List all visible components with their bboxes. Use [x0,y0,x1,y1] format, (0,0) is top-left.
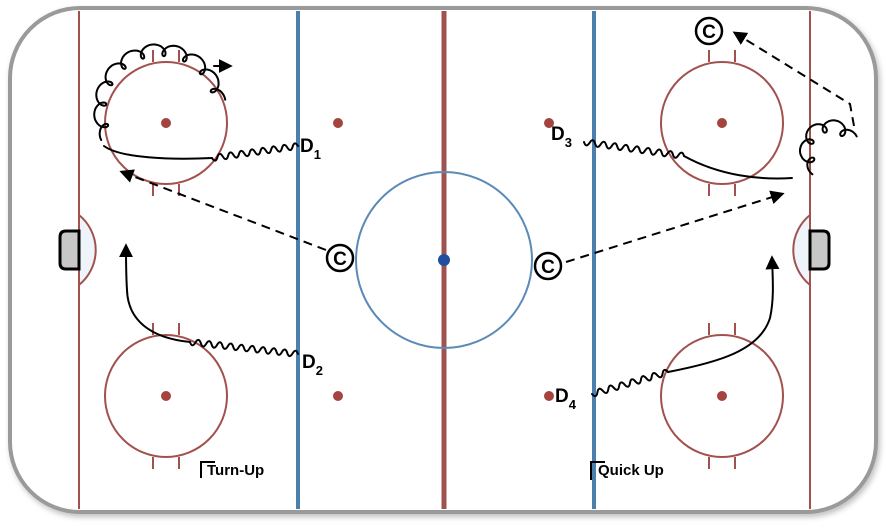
turn-up-label-group: Turn-Up [200,461,264,479]
neutral-zone-dot [333,391,343,401]
d4-subscript: 4 [569,397,577,412]
d1-letter: D [300,136,314,157]
pass-line-left [119,169,327,251]
crease-left [78,212,97,288]
center-dot [438,254,450,266]
d3-letter: D [551,124,565,145]
d4-letter: D [555,386,569,407]
net-left [58,229,81,271]
d2-wavy-path [189,338,299,358]
net-right [808,229,831,271]
d3-wavy-path [583,139,685,159]
d3-subscript: 3 [565,135,572,150]
faceoff-dot [161,391,171,401]
pass-line-top-right [732,31,855,127]
d3-swirl-path [799,119,858,176]
faceoff-dot [717,118,727,128]
quick-up-label-group: Quick Up [590,461,664,480]
faceoff-circle-bottom-left [104,323,228,469]
coach-right: C [533,251,563,281]
skating-paths [93,43,858,398]
coach-left: C [325,243,355,273]
quick-up-label: Quick Up [598,462,664,479]
d2-letter: D [302,352,316,373]
coach-top: C [694,16,724,46]
d3-smooth-path [683,155,793,180]
faceoff-circle-bottom-right [660,323,784,469]
faceoff-circle-top-left [104,50,228,196]
center-circle [355,171,533,349]
faceoff-circle-top-right [660,50,784,196]
faceoff-dot [717,391,727,401]
coach-right-letter: C [541,257,555,278]
d1-subscript: 1 [314,147,321,162]
d2-turnup-path [119,243,191,343]
turn-up-label: Turn-Up [207,462,264,479]
coach-top-letter: C [702,22,716,43]
defender-d2: D2 [302,352,323,378]
d2-subscript: 2 [316,363,323,378]
d1-smooth-path [103,145,213,160]
defender-d1: D1 [300,136,321,162]
d4-wavy-path [591,368,669,398]
crease-right [792,212,811,288]
neutral-zone-dot [333,118,343,128]
coach-left-letter: C [333,249,347,270]
faceoff-dot [161,118,171,128]
defender-d4: D4 [555,386,577,412]
defender-d3: D3 [551,124,572,150]
neutral-zone-dot [544,391,554,401]
d1-loop-path [93,43,227,141]
pass-line-right [565,190,785,263]
d4-quickup-path [667,255,780,373]
d1-wavy-path [211,142,299,162]
neutral-zone-dot [544,118,554,128]
